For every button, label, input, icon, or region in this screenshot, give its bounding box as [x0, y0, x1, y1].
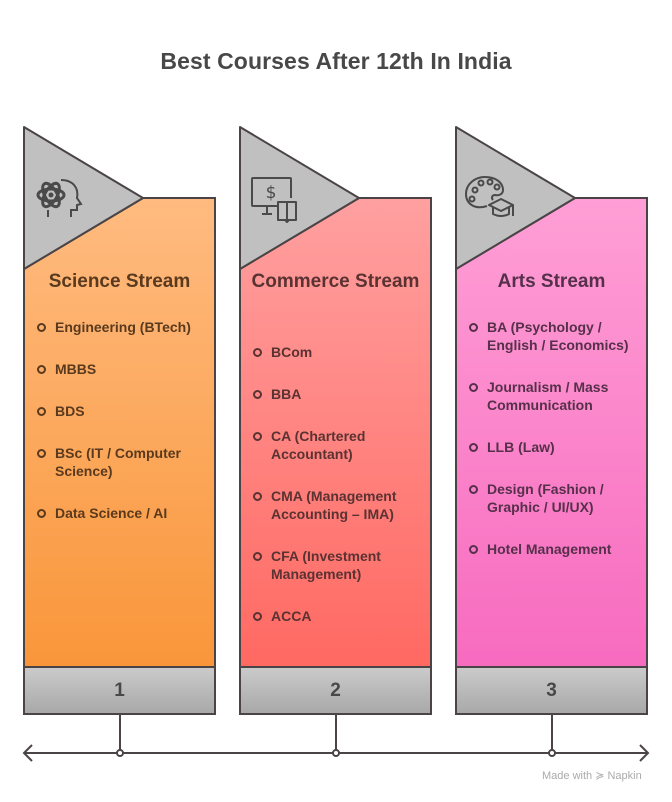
stream-column-science: Science Stream Engineering (BTech) MBBS … [23, 126, 216, 716]
list-item: BA (Psychology / English / Economics) [469, 318, 641, 354]
bullet-icon [469, 383, 478, 392]
napkin-watermark: Made with ≽ Napkin [542, 770, 642, 782]
bullet-icon [469, 485, 478, 494]
step-number: 2 [330, 680, 341, 701]
timeline-node [548, 749, 556, 757]
stream-card-shape [455, 126, 648, 715]
bullet-icon [37, 407, 46, 416]
list-item: BBA [253, 385, 425, 403]
bullet-icon [253, 348, 262, 357]
list-item: Engineering (BTech) [37, 318, 209, 336]
list-item: BCom [253, 343, 425, 361]
bullet-icon [253, 612, 262, 621]
course-list: BA (Psychology / English / Economics) Jo… [469, 318, 641, 582]
timeline-axis [22, 714, 650, 762]
list-item: ACCA [253, 607, 425, 625]
stream-title: Commerce Stream [251, 271, 420, 292]
list-item: CFA (Investment Management) [253, 547, 425, 583]
list-item: Journalism / Mass Communication [469, 378, 641, 414]
course-list: BCom BBA CA (Chartered Accountant) CMA (… [253, 343, 425, 649]
stream-column-commerce: $ Commerce Stream BCom BBA CA (Chartered… [239, 126, 432, 716]
bullet-icon [469, 443, 478, 452]
stream-card-shape [23, 126, 216, 715]
bullet-icon [253, 390, 262, 399]
bullet-icon [37, 365, 46, 374]
list-item: Hotel Management [469, 540, 641, 558]
science-head-atom-icon [36, 179, 83, 217]
bullet-icon [253, 552, 262, 561]
stream-card-shape [239, 126, 432, 715]
list-item: MBBS [37, 360, 209, 378]
list-item: LLB (Law) [469, 438, 641, 456]
bullet-icon [253, 492, 262, 501]
list-item: CA (Chartered Accountant) [253, 427, 425, 463]
stream-title: Arts Stream [497, 271, 606, 292]
timeline-node [332, 749, 340, 757]
step-number: 1 [114, 680, 125, 701]
bullet-icon [37, 449, 46, 458]
monitor-dollar-book-icon: $ [251, 177, 297, 223]
stream-title: Science Stream [48, 271, 191, 292]
course-list: Engineering (BTech) MBBS BDS BSc (IT / C… [37, 318, 209, 546]
bullet-icon [37, 323, 46, 332]
list-item: Design (Fashion / Graphic / UI/UX) [469, 480, 641, 516]
list-item: BDS [37, 402, 209, 420]
timeline-node [116, 749, 124, 757]
bullet-icon [37, 509, 46, 518]
list-item: Data Science / AI [37, 504, 209, 522]
stream-column-arts: Arts Stream BA (Psychology / English / E… [455, 126, 648, 716]
step-number: 3 [546, 680, 557, 701]
bullet-icon [253, 432, 262, 441]
svg-text:$: $ [266, 183, 277, 203]
page-title: Best Courses After 12th In India [160, 48, 512, 74]
bullet-icon [469, 323, 478, 332]
list-item: CMA (Management Accounting – IMA) [253, 487, 425, 523]
list-item: BSc (IT / Computer Science) [37, 444, 209, 480]
palette-graduation-cap-icon [465, 176, 514, 217]
bullet-icon [469, 545, 478, 554]
